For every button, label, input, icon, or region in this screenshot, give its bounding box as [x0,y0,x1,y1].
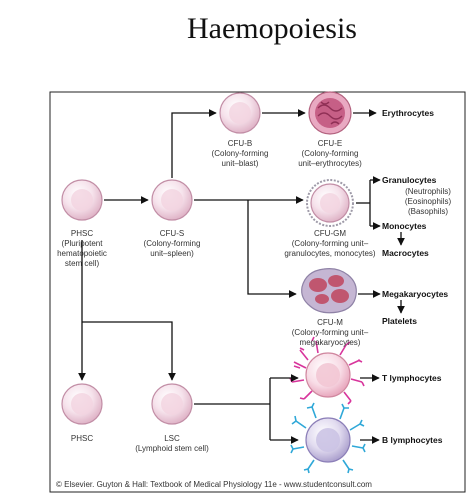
svg-text:unit–erythrocytes): unit–erythrocytes) [298,159,362,168]
t-lymphocyte-cell [289,336,365,405]
label-cfu-s: CFU-S (Colony-forming unit–spleen) [144,229,201,258]
eosinophils-label: (Eosinophils) [405,197,452,206]
label-cfu-e: CFU-E (Colony-forming unit–erythrocytes) [298,139,362,168]
b-lymphocyte-cell [290,402,366,474]
cfu-b-cell [219,92,261,134]
svg-text:PHSC: PHSC [71,434,93,443]
platelets-label: Platelets [382,316,417,326]
svg-text:unit–spleen): unit–spleen) [150,249,194,258]
cfu-s-cell [151,179,193,221]
svg-text:(Colony-forming: (Colony-forming [302,149,359,158]
svg-text:CFU-E: CFU-E [318,139,342,148]
svg-text:unit–blast): unit–blast) [222,159,259,168]
cfu-e-cell [308,91,352,135]
cfu-m-cell [301,268,357,314]
phsc-top-cell [61,179,103,221]
basophils-label: (Basophils) [408,207,448,216]
svg-text:(Lymphoid stem cell): (Lymphoid stem cell) [135,444,209,453]
svg-text:CFU-GM: CFU-GM [314,229,346,238]
b-lymphocytes-label: B lymphocytes [382,435,443,445]
svg-text:(Colony-forming unit–: (Colony-forming unit– [292,328,369,337]
svg-text:CFU-S: CFU-S [160,229,184,238]
macrocytes-label: Macrocytes [382,248,429,258]
erythrocytes-label: Erythrocytes [382,108,434,118]
lineage-arrows [78,109,405,444]
phsc-bottom-cell [61,383,103,425]
svg-text:(Colony-forming: (Colony-forming [144,239,201,248]
svg-text:megakaryocytes): megakaryocytes) [300,338,361,347]
svg-text:PHSC: PHSC [71,229,93,238]
label-cfu-m: CFU-M (Colony-forming unit– megakaryocyt… [292,318,369,347]
svg-text:(Pluripotent: (Pluripotent [62,239,104,248]
diagram-frame [49,91,466,493]
svg-text:CFU-M: CFU-M [317,318,343,327]
svg-text:stem cell): stem cell) [65,259,100,268]
page-title: Haemopoiesis [187,12,357,45]
label-lsc: LSC (Lymphoid stem cell) [135,434,209,453]
svg-text:granulocytes, monocytes): granulocytes, monocytes) [284,249,375,258]
neutrophils-label: (Neutrophils) [405,187,451,196]
t-lymphocytes-label: T lymphocytes [382,373,442,383]
svg-text:CFU-B: CFU-B [228,139,252,148]
svg-text:(Colony-forming unit–: (Colony-forming unit– [292,239,369,248]
label-phsc-top: PHSC (Pluripotent hematopoietic stem cel… [57,229,107,268]
label-phsc-bottom: PHSC [71,434,93,443]
output-labels: Erythrocytes Granulocytes (Neutrophils) … [382,108,451,445]
megakaryocytes-label: Megakaryocytes [382,289,448,299]
svg-text:LSC: LSC [164,434,180,443]
granulocytes-label: Granulocytes [382,175,437,185]
label-cfu-b: CFU-B (Colony-forming unit–blast) [212,139,269,168]
copyright-text: © Elsevier. Guyton & Hall: Textbook of M… [56,480,372,489]
monocytes-label: Monocytes [382,221,427,231]
lsc-cell [151,383,193,425]
svg-text:hematopoietic: hematopoietic [57,249,107,258]
cfu-gm-cell [306,179,354,227]
svg-text:(Colony-forming: (Colony-forming [212,149,269,158]
label-cfu-gm: CFU-GM (Colony-forming unit– granulocyte… [284,229,375,258]
